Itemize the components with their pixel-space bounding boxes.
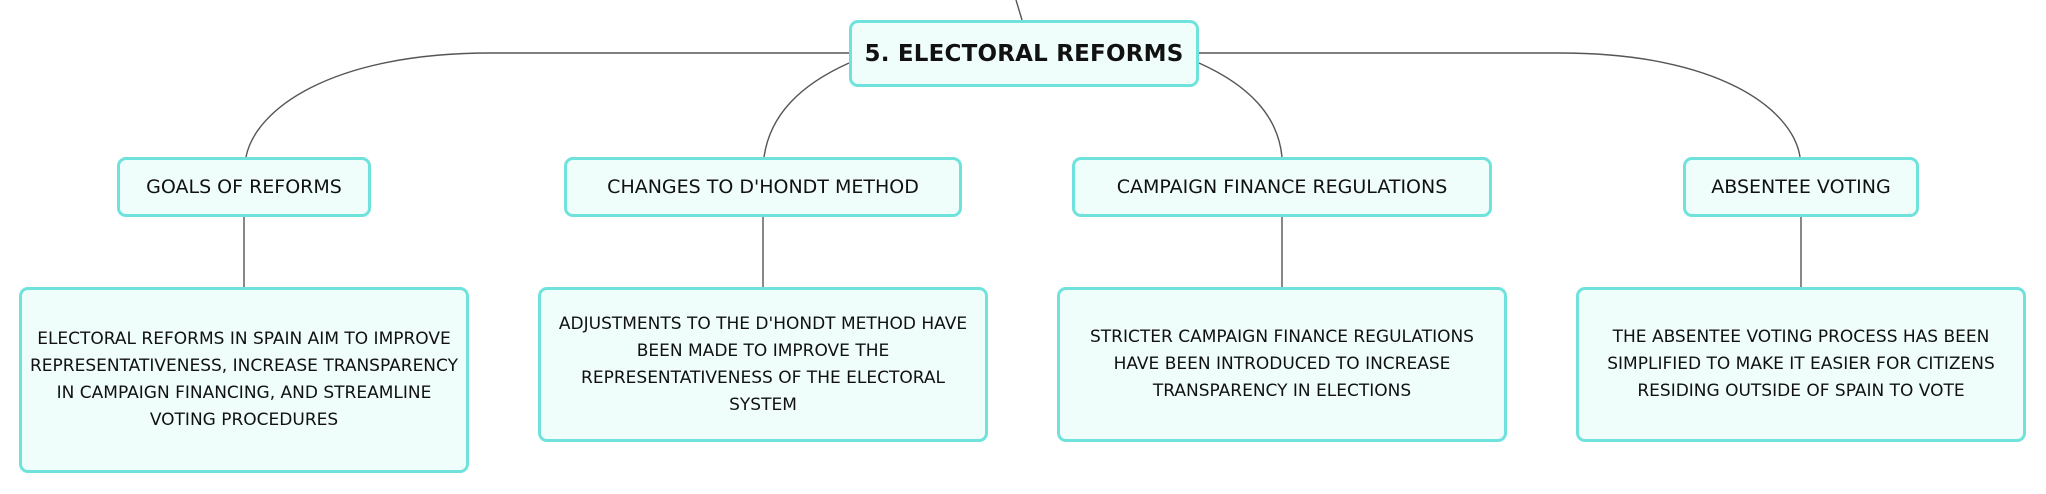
topic-title: CHANGES TO D'HONDT METHOD xyxy=(607,176,919,198)
topic-title: GOALS OF REFORMS xyxy=(146,176,342,198)
detail-goals-of-reforms[interactable]: ELECTORAL REFORMS IN SPAIN AIM TO IMPROV… xyxy=(19,287,469,473)
detail-text: STRICTER CAMPAIGN FINANCE REGULATIONS HA… xyxy=(1090,327,1474,401)
topic-changes-to-dhondt-method[interactable]: CHANGES TO D'HONDT METHOD xyxy=(564,157,962,217)
detail-text: ADJUSTMENTS TO THE D'HONDT METHOD HAVE B… xyxy=(558,313,968,415)
topic-title: ABSENTEE VOTING xyxy=(1711,176,1891,198)
detail-text: THE ABSENTEE VOTING PROCESS HAS BEEN SIM… xyxy=(1607,327,1995,401)
topic-title: CAMPAIGN FINANCE REGULATIONS xyxy=(1116,176,1448,198)
connector-root-to-goals xyxy=(245,52,849,158)
detail-campaign-finance-regulations[interactable]: STRICTER CAMPAIGN FINANCE REGULATIONS HA… xyxy=(1057,287,1507,442)
connector-parent-stub xyxy=(1015,0,1023,21)
root-title: 5. ELECTORAL REFORMS xyxy=(864,40,1184,67)
detail-absentee-voting[interactable]: THE ABSENTEE VOTING PROCESS HAS BEEN SIM… xyxy=(1576,287,2026,442)
topic-absentee-voting[interactable]: ABSENTEE VOTING xyxy=(1683,157,1919,217)
connector-root-to-absentee xyxy=(1199,52,1801,158)
detail-changes-to-dhondt-method[interactable]: ADJUSTMENTS TO THE D'HONDT METHOD HAVE B… xyxy=(538,287,988,442)
root-node[interactable]: 5. ELECTORAL REFORMS xyxy=(849,20,1199,87)
connector-root-to-finance xyxy=(1198,62,1283,158)
connector-root-to-dhondt xyxy=(763,62,850,158)
topic-goals-of-reforms[interactable]: GOALS OF REFORMS xyxy=(117,157,371,217)
topic-campaign-finance-regulations[interactable]: CAMPAIGN FINANCE REGULATIONS xyxy=(1072,157,1492,217)
detail-text: ELECTORAL REFORMS IN SPAIN AIM TO IMPROV… xyxy=(30,329,458,430)
